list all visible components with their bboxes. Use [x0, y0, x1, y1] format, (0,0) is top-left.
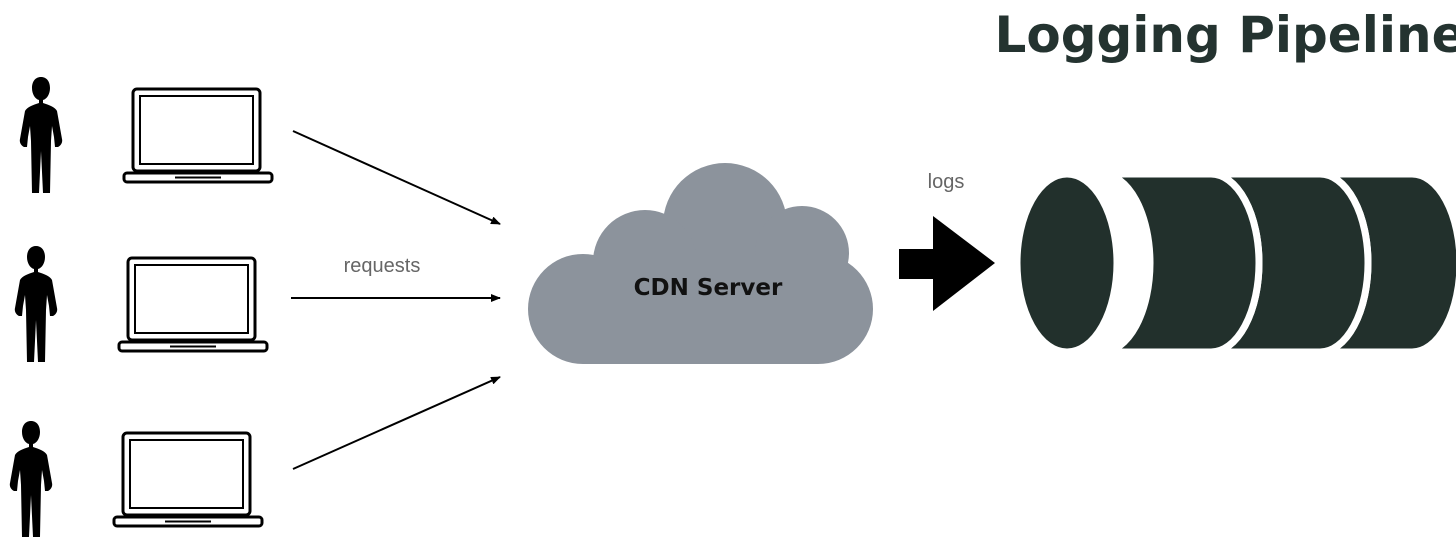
- cloud-label: CDN Server: [634, 275, 783, 301]
- laptop-icon: [122, 87, 274, 184]
- client-group-1: [19, 77, 274, 193]
- logs-arrow: [899, 216, 995, 311]
- laptop-icon: [117, 256, 269, 353]
- person-icon: [19, 77, 63, 193]
- person-icon: [9, 421, 53, 537]
- request-arrow-3: [292, 376, 501, 470]
- diagram-title: Logging Pipeline: [995, 6, 1456, 64]
- cdn-server-cloud: CDN Server: [528, 163, 873, 364]
- storage-front-cap: [1013, 170, 1121, 356]
- client-group-3: [9, 421, 264, 537]
- requests-label: requests: [344, 255, 421, 277]
- client-group-2: [14, 246, 269, 362]
- request-arrow-1: [292, 130, 501, 225]
- storage-segment-2: [1101, 170, 1263, 356]
- log-storage-icon: [1013, 170, 1456, 356]
- person-icon: [14, 246, 58, 362]
- logs-label: logs: [928, 171, 965, 193]
- laptop-icon: [112, 431, 264, 528]
